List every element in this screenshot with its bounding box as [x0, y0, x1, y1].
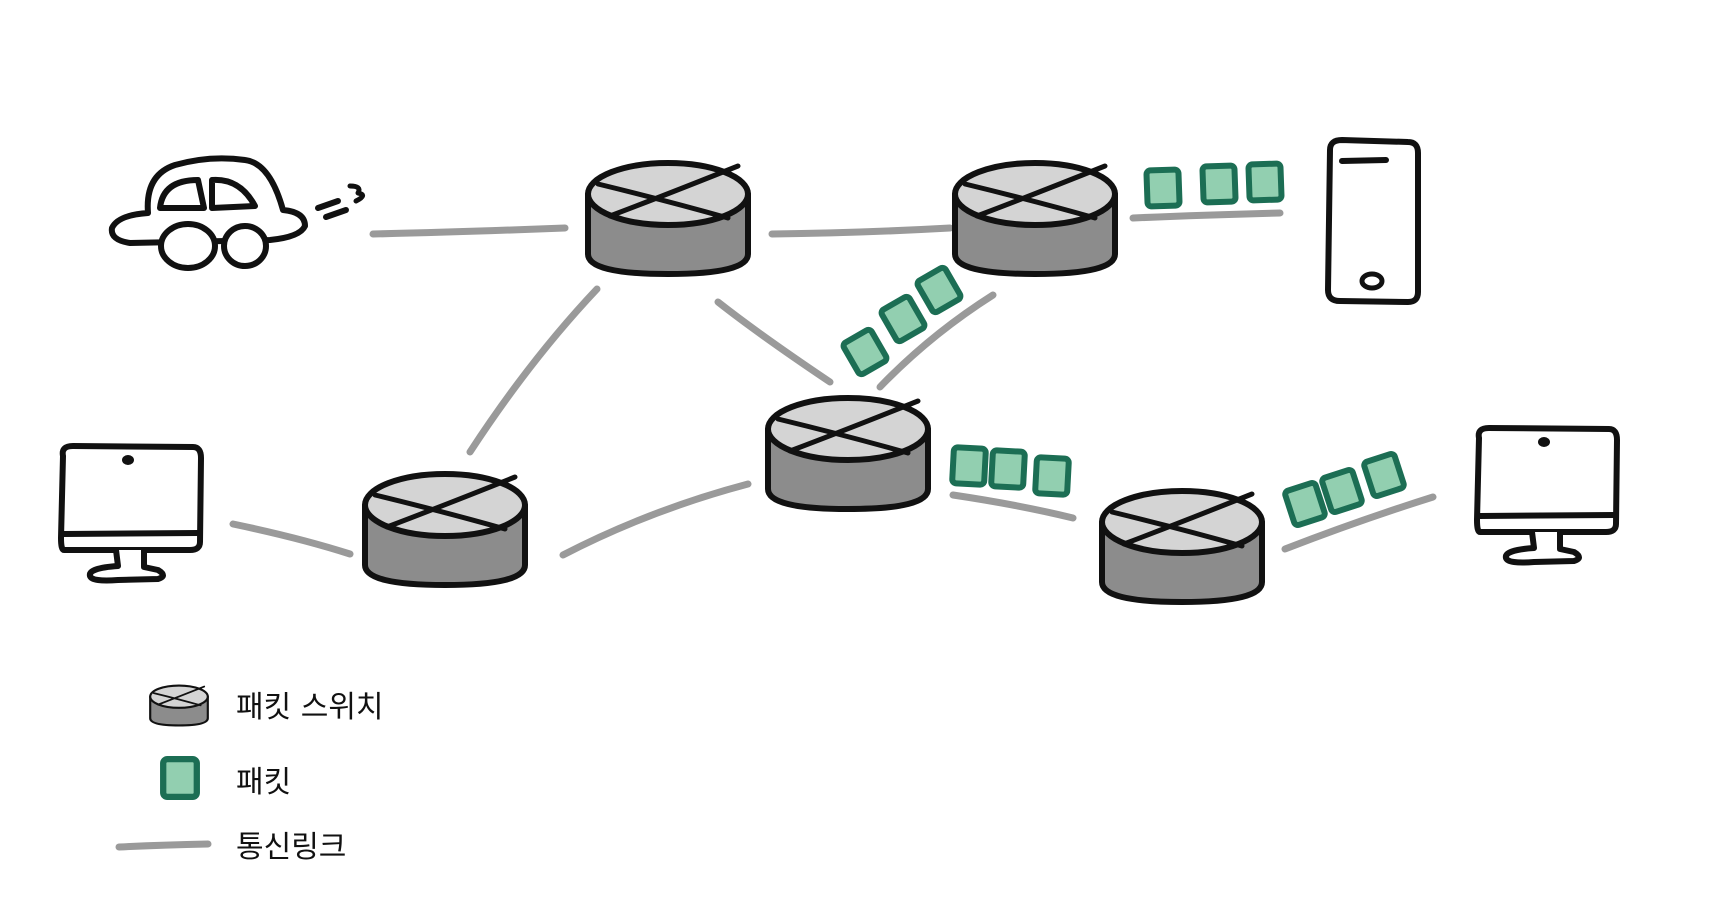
- link-switch1-switch2: [768, 224, 954, 238]
- link-sample-line: [115, 840, 212, 851]
- link-switch5-monitor2: [1281, 493, 1437, 553]
- packet-icon: [952, 447, 986, 485]
- packet-icon: [1321, 469, 1363, 513]
- link-switch1-switch3: [466, 285, 601, 456]
- link-switch3-switch4: [559, 480, 752, 559]
- packet-icon: [163, 759, 197, 797]
- packet-switch-icon: [1102, 491, 1262, 602]
- packet-icon: [1202, 165, 1235, 202]
- packet-icon: [1146, 169, 1179, 206]
- desktop-monitor-icon: [61, 446, 201, 581]
- link-switch4-switch5: [949, 491, 1077, 522]
- legend-switch-item: 패킷 스위치: [149, 684, 384, 727]
- legend-link-label: 통신링크: [236, 830, 346, 865]
- link-monitor1-switch3: [229, 520, 354, 558]
- packet-icon: [916, 266, 962, 313]
- packet-icon: [1035, 457, 1069, 495]
- legend-packet-label: 패킷: [236, 765, 291, 800]
- packet-icon: [880, 295, 926, 342]
- packet-icon: [1248, 163, 1281, 200]
- legend-switch-label: 패킷 스위치: [236, 690, 384, 725]
- packet-switch-icon: [768, 398, 928, 509]
- packet-switch-icon: [149, 684, 209, 727]
- communication-links: [229, 209, 1437, 559]
- packet-icon: [1284, 482, 1326, 526]
- packet-icon: [991, 450, 1025, 488]
- legend-link-item: 통신링크: [115, 830, 346, 865]
- packet-switch-icon: [365, 474, 525, 585]
- car-icon: [108, 155, 365, 271]
- link-switch1-switch4: [714, 298, 834, 386]
- packet-switch-icon: [955, 163, 1115, 274]
- packet-switch-icon: [588, 163, 748, 274]
- smartphone-icon: [1325, 137, 1421, 305]
- link-switch2-phone: [1129, 209, 1284, 222]
- packet-icon: [842, 328, 888, 375]
- link-switch2-switch4: [876, 291, 997, 391]
- legend-packet-item: 패킷: [163, 759, 291, 800]
- packet-icon: [1363, 453, 1405, 497]
- desktop-monitor-icon: [1477, 428, 1617, 563]
- legend: 패킷 스위치 패킷 통신링크: [115, 684, 384, 865]
- link-car-switch1: [369, 224, 569, 238]
